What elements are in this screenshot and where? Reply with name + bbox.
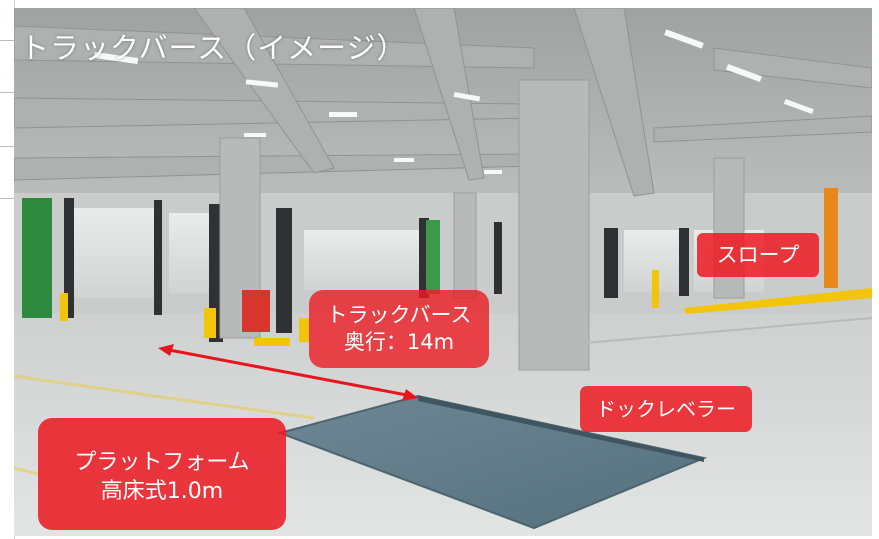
platform-callout: プラットフォーム 高床式1.0m <box>38 418 286 530</box>
platform-label-line2: 高床式1.0m <box>100 479 224 504</box>
slope-callout: スロープ <box>697 233 819 277</box>
berth-depth-label-line1: トラックバース <box>326 303 472 327</box>
berth-depth-callout: トラックバース 奥行：14m <box>309 290 489 368</box>
slope-label: スロープ <box>716 243 800 267</box>
image-title: トラックバース（イメージ） <box>20 31 407 65</box>
dock-leveller-callout: ドックレベラー <box>580 386 752 432</box>
left-margin-rule <box>0 0 15 539</box>
dock-leveller-label: ドックレベラー <box>596 397 736 421</box>
platform-label-line1: プラットフォーム <box>74 450 250 475</box>
berth-depth-label-line2: 奥行：14m <box>343 330 455 354</box>
